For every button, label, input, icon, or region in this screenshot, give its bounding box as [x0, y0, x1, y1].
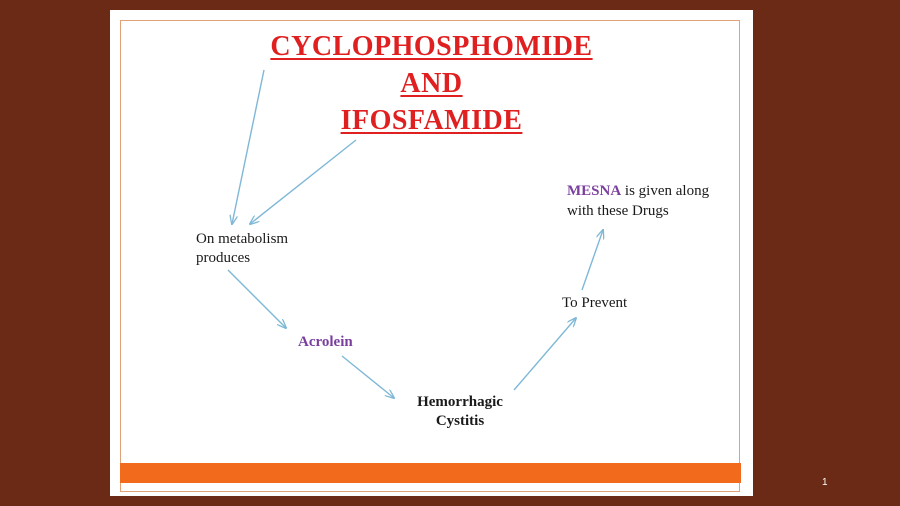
- arrow-title-to-metabolism: [232, 69, 265, 224]
- metabolism-line-1: On metabolism: [196, 231, 289, 247]
- arrow-acrolein-to-hemorrhagic: [341, 355, 394, 398]
- title-line-1: CYCLOPHOSPHOMIDE: [270, 31, 593, 62]
- hemorrhagic-line-2: Cystitis: [435, 413, 485, 429]
- mesna-rest: is given along: [621, 183, 710, 199]
- mesna-name: MESNA: [567, 183, 622, 199]
- hemorrhagic-line-1: Hemorrhagic: [417, 394, 503, 410]
- arrow-prevent-to-mesna: [581, 230, 603, 291]
- arrow-ifosfamide-to-metabolism: [250, 139, 357, 224]
- mesna-line-2: with these Drugs: [567, 203, 669, 219]
- flow-arrows: [227, 69, 753, 496]
- title-line-2: AND: [400, 68, 463, 99]
- page-number: 1: [822, 477, 828, 488]
- title-line-3: IFOSFAMIDE: [340, 105, 523, 136]
- slide-border: [120, 20, 740, 492]
- acrolein-label: Acrolein: [298, 334, 353, 350]
- to-prevent-label: To Prevent: [562, 295, 628, 311]
- arrow-metabolism-to-acrolein: [227, 269, 286, 328]
- footer-bar: [120, 463, 741, 483]
- slide: CYCLOPHOSPHOMIDE AND IFOSFAMIDE On metab…: [110, 10, 753, 496]
- mesna-line-1: MESNA is given along: [567, 182, 709, 201]
- arrow-hemorrhagic-to-prevent: [513, 318, 576, 391]
- metabolism-line-2: produces: [196, 250, 251, 266]
